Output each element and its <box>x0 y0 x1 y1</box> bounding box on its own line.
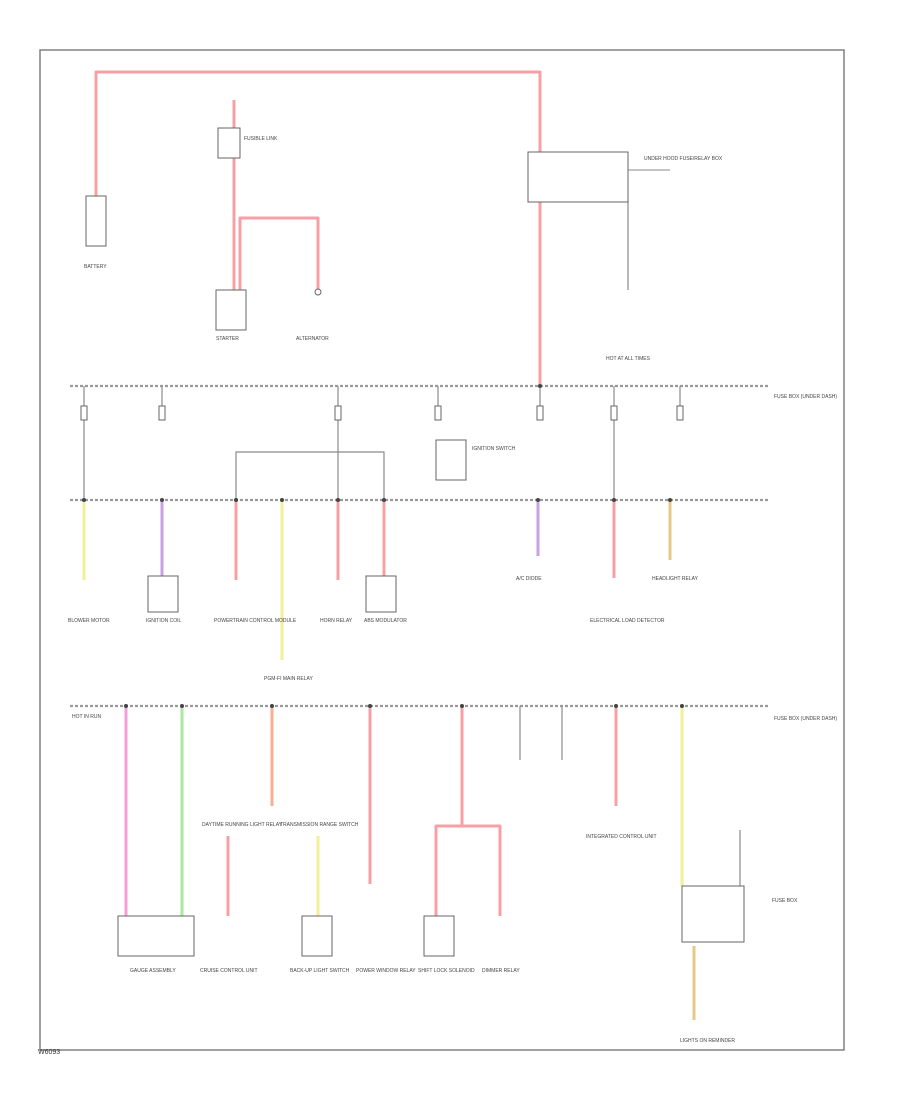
bus3-left-label: HOT IN RUN <box>72 714 101 720</box>
label-m9: HEADLIGHT RELAY <box>652 576 699 582</box>
bus2-node-9 <box>668 498 672 502</box>
bus2-node-8 <box>612 498 616 502</box>
bus2-node-7 <box>536 498 540 502</box>
bus3-node-6 <box>614 704 618 708</box>
node-group <box>82 384 684 708</box>
label-b6: POWER WINDOW RELAY <box>356 968 416 974</box>
hot-at-all-times-label: HOT AT ALL TIMES <box>606 356 651 362</box>
fuse-symbol-7 <box>676 405 684 421</box>
label-m7: A/C DIODE <box>516 576 542 582</box>
battery-symbol <box>85 195 107 247</box>
label-b7: SHIFT LOCK SOLENOID <box>418 968 475 974</box>
bus1-feed-node <box>538 384 542 388</box>
alternator-symbol <box>314 288 322 296</box>
underhood-box-symbol <box>527 151 629 203</box>
fusible-link-label: FUSIBLE LINK <box>244 136 278 142</box>
fuse-symbol-3 <box>334 405 342 421</box>
bus2-node-3 <box>234 498 238 502</box>
label-b3: TRANSMISSION RANGE SWITCH <box>280 822 359 828</box>
label-m4: PGM-FI MAIN RELAY <box>264 676 313 682</box>
wire-battery-main <box>94 70 542 385</box>
comp-b1 <box>117 915 195 957</box>
diagram-frame <box>39 49 845 1051</box>
bus3-node-5 <box>460 704 464 708</box>
bus3-node-4 <box>368 704 372 708</box>
starter-symbol <box>215 289 247 331</box>
fuse-symbol-1 <box>80 405 88 421</box>
label-b8: DIMMER RELAY <box>482 968 520 974</box>
wire-alternator <box>238 216 320 290</box>
label-b1: GAUGE ASSEMBLY <box>130 968 176 974</box>
fusible-link-symbol <box>217 127 241 159</box>
label-m8: ELECTRICAL LOAD DETECTOR <box>590 618 665 624</box>
fuse-symbol-4 <box>434 405 442 421</box>
label-m1: BLOWER MOTOR <box>68 618 110 624</box>
alternator-label: ALTERNATOR <box>296 336 329 342</box>
footer-code: W6093 <box>38 1049 60 1056</box>
comp-m2 <box>147 575 179 613</box>
bus2-node-2 <box>160 498 164 502</box>
label-b4: CRUISE CONTROL UNIT <box>200 968 258 974</box>
bus-group <box>70 384 770 708</box>
ign-switch-label: IGNITION SWITCH <box>472 446 516 452</box>
fuse-symbol-5 <box>536 405 544 421</box>
fuse-symbol-6 <box>610 405 618 421</box>
comp-b7 <box>423 915 455 957</box>
bus2-node-1 <box>82 498 86 502</box>
bus2-node-5 <box>336 498 340 502</box>
bus1-right-label: FUSE BOX (UNDER DASH) <box>774 394 837 400</box>
underhood-box-label: UNDER HOOD FUSE/RELAY BOX <box>644 156 723 162</box>
label-group: BATTERY STARTER ALTERNATOR FUSIBLE LINK … <box>38 136 837 1056</box>
bus3-node-3 <box>270 704 274 708</box>
comp-m6 <box>365 575 397 613</box>
bus3-right-label: FUSE BOX (UNDER DASH) <box>774 716 837 722</box>
bus2-node-4 <box>280 498 284 502</box>
comp-b11 <box>681 885 745 943</box>
label-b11: FUSE BOX <box>772 898 798 904</box>
starter-label: STARTER <box>216 336 239 342</box>
bus3-node-7 <box>680 704 684 708</box>
battery-label: BATTERY <box>84 264 107 270</box>
bus3-node-2 <box>180 704 184 708</box>
label-m2: IGNITION COIL <box>146 618 182 624</box>
label-b5: BACK-UP LIGHT SWITCH <box>290 968 350 974</box>
wire-b7-b8 <box>434 824 502 916</box>
label-m6: ABS MODULATOR <box>364 618 407 624</box>
bus3-node-1 <box>124 704 128 708</box>
ign-switch-symbol <box>435 439 467 481</box>
wire-relay-bridge <box>235 451 385 500</box>
label-b9: INTEGRATED CONTROL UNIT <box>586 834 657 840</box>
label-b2: DAYTIME RUNNING LIGHT RELAY <box>202 822 283 828</box>
fuse-symbol-2 <box>158 405 166 421</box>
bus2-node-6 <box>382 498 386 502</box>
component-group <box>80 127 745 957</box>
label-m5: HORN RELAY <box>320 618 353 624</box>
label-b10: LIGHTS ON REMINDER <box>680 1038 735 1044</box>
label-m3: POWERTRAIN CONTROL MODULE <box>214 618 297 624</box>
wire-group <box>82 70 741 1020</box>
comp-b5 <box>301 915 333 957</box>
